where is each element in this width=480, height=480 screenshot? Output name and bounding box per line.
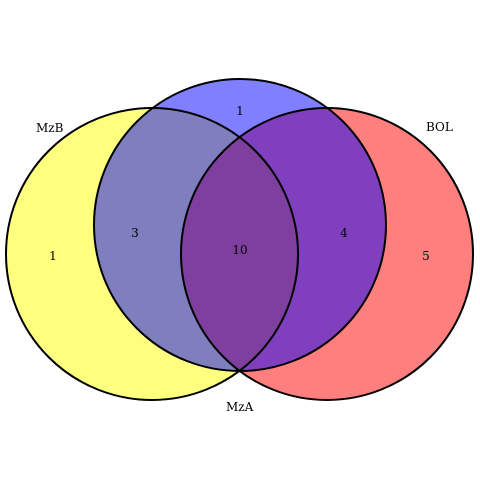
set-mza-outline bbox=[93, 78, 387, 372]
count-mzb-only: 1 bbox=[49, 249, 57, 263]
set-label-mza: MzA bbox=[226, 400, 254, 414]
set-label-mzb: MzB bbox=[36, 121, 64, 135]
count-bol-only: 5 bbox=[422, 249, 430, 263]
set-mza-circle bbox=[94, 79, 386, 371]
count-all-three: 10 bbox=[232, 243, 247, 257]
count-mza-bol: 4 bbox=[340, 226, 348, 240]
count-mza-only: 1 bbox=[236, 104, 244, 118]
set-label-bol: BOL bbox=[426, 120, 453, 134]
count-mzb-mza: 3 bbox=[131, 226, 139, 240]
